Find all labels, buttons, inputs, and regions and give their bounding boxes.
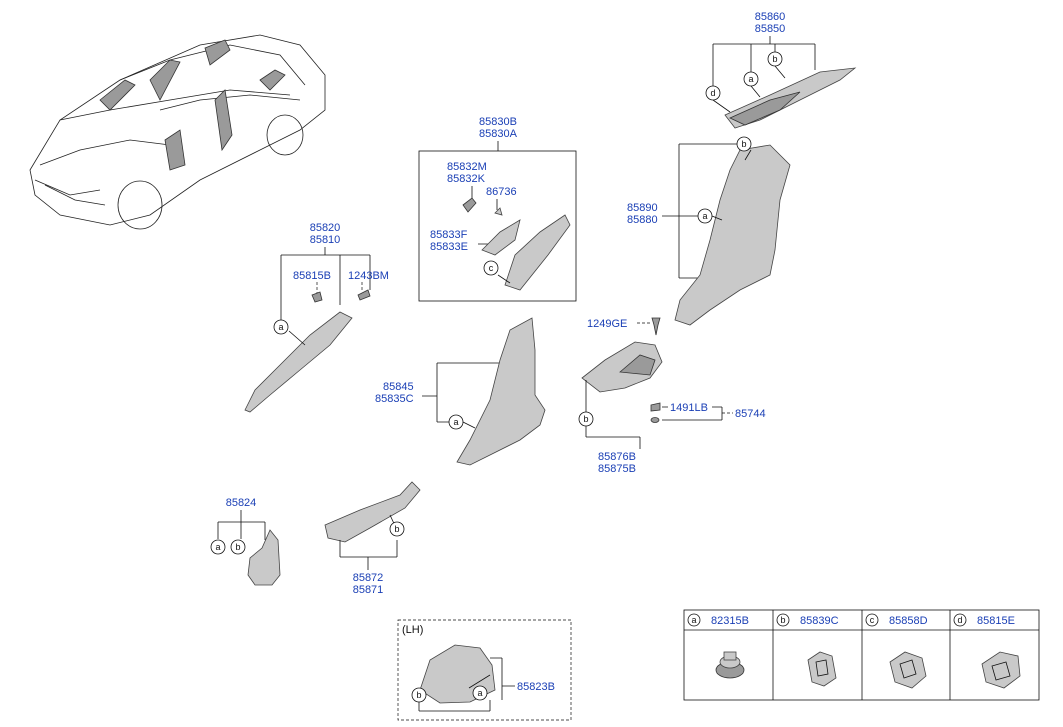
clip-85815E-icon: [981, 651, 1021, 689]
callout-b: b: [772, 54, 777, 64]
group-box-85830: [418, 150, 577, 302]
label-85832M: 85832M: [447, 161, 487, 173]
legend-letter-c: c: [870, 615, 875, 625]
label-85823B: 85823B: [517, 681, 555, 693]
callout-b: b: [416, 690, 421, 700]
label-85872: 85872: [353, 572, 384, 584]
label-85832K: 85832K: [447, 173, 486, 185]
legend-part-85839C: 85839C: [800, 615, 839, 627]
label-85810: 85810: [310, 234, 341, 246]
clip-82315B-icon: [715, 651, 745, 679]
callout-circles: d a b b a c a a b a b b b a: [210, 51, 783, 703]
callout-b: b: [394, 524, 399, 534]
part-85820-a-pillar: [244, 311, 353, 413]
callout-c: c: [489, 263, 494, 273]
label-85835C: 85835C: [375, 393, 414, 405]
clip-85858D-icon: [889, 651, 927, 689]
callout-d: d: [710, 88, 715, 98]
label-85744: 85744: [735, 408, 766, 420]
label-86736: 86736: [486, 186, 517, 198]
callout-a: a: [748, 74, 753, 84]
label-85820: 85820: [310, 222, 341, 234]
label-85871: 85871: [353, 584, 384, 596]
label-85890: 85890: [627, 202, 658, 214]
label-85833F: 85833F: [430, 229, 468, 241]
callout-a: a: [702, 211, 707, 221]
group-box-lh: [397, 619, 572, 721]
label-85833E: 85833E: [430, 241, 468, 253]
callout-b: b: [235, 542, 240, 552]
legend-letter-d: d: [957, 615, 962, 625]
label-1249GE: 1249GE: [587, 318, 627, 330]
callout-a: a: [215, 542, 220, 552]
label-85830B: 85830B: [479, 116, 517, 128]
label-85860: 85860: [755, 11, 786, 23]
label-85850: 85850: [755, 23, 786, 35]
label-85880: 85880: [627, 214, 658, 226]
legend-part-82315B: 82315B: [711, 615, 749, 627]
label-85815B: 85815B: [293, 270, 331, 282]
callout-b: b: [583, 414, 588, 424]
label-85824: 85824: [226, 497, 257, 509]
legend-part-85815E: 85815E: [977, 615, 1015, 627]
label-85830A: 85830A: [479, 128, 518, 140]
part-85824-bracket: [247, 529, 281, 586]
callout-a: a: [477, 688, 482, 698]
label-1243BM: 1243BM: [348, 270, 389, 282]
part-85845-b-pillar: [456, 317, 546, 466]
part-85876B-trim: [581, 341, 663, 393]
clip-85839C-icon: [807, 651, 837, 687]
callout-b: b: [741, 139, 746, 149]
fastener-legend-table: a 82315B b 85839C c 85858D d 85815E: [683, 609, 1040, 701]
legend-letter-a: a: [691, 615, 696, 625]
legend-part-85858D: 85858D: [889, 615, 928, 627]
callout-a: a: [278, 322, 283, 332]
label-85845: 85845: [383, 381, 414, 393]
legend-letter-b: b: [780, 615, 785, 625]
label-85875B: 85875B: [598, 463, 636, 475]
label-85876B: 85876B: [598, 451, 636, 463]
part-85872-sill: [324, 481, 421, 543]
callout-a: a: [453, 417, 458, 427]
part-85890-pillar: [674, 144, 791, 326]
label-1491LB: 1491LB: [670, 402, 708, 414]
label-lh: (LH): [402, 624, 423, 636]
car-overview-illustration: [29, 34, 326, 230]
